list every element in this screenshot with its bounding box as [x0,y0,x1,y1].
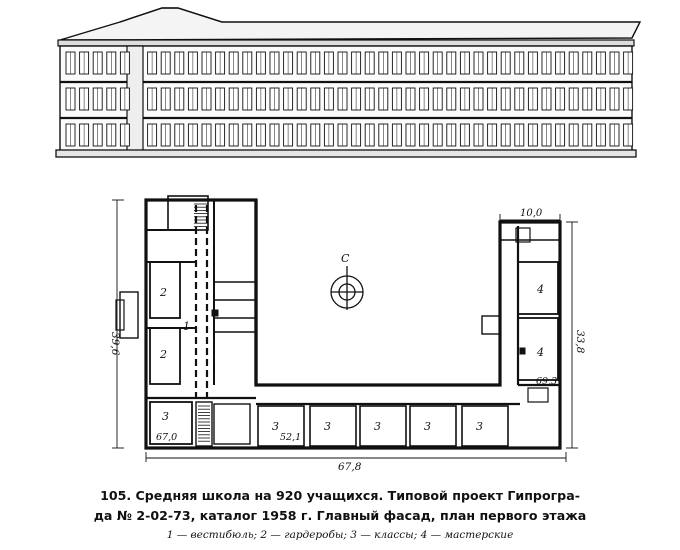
room-workshop-top [517,261,559,315]
label-workshop-top: 4 [536,283,544,296]
room-class [359,405,407,447]
north-label: С [341,252,350,265]
room-class [309,405,357,447]
entrance-right [481,315,501,335]
label-cloak-top: 2 [159,286,167,299]
label-class: 3 [374,420,381,433]
entrance-left [119,291,139,339]
label-cloak-bottom: 2 [159,348,167,361]
room-class [257,405,305,447]
stair-bottom-right [527,387,549,403]
label-vestibule: 1 [183,320,190,333]
stair-top-left [167,195,209,231]
caption-title-line-1: 105. Средняя школа на 920 учащихся. Типо… [100,488,580,503]
orientation-mark [330,266,364,310]
dim-left-height: 39,6 [109,332,121,356]
room-workshop-bottom [517,317,559,381]
dim-right-height: 33,8 [574,330,586,354]
left-wing-walls [144,198,562,450]
label-class-corner: 3 [162,410,169,423]
dim-class-room: 52,1 [280,432,301,443]
label-workshop-bottom: 4 [536,346,544,359]
caption-legend: 1 — вестибюль; 2 — гардеробы; 3 — классы… [166,529,514,541]
facade-windows [65,51,634,147]
room-class-corner [149,401,193,445]
main-facade [55,7,642,158]
first-floor-plan [112,195,578,462]
room-class [409,405,457,447]
dim-right-span: 69,3 [536,376,557,387]
dim-total-width: 67,8 [338,461,362,473]
caption-title-line-2: да № 2-02-73, каталог 1958 г. Главный фа… [93,508,587,523]
label-class: 3 [476,420,483,433]
label-class: 3 [324,420,331,433]
stair-bottom-left [195,401,213,447]
dim-right-wing-width: 10,0 [520,208,543,219]
dimension-lines [112,199,578,462]
room-class [461,405,509,447]
dim-bottom-left: 67,0 [156,432,177,443]
label-class: 3 [424,420,431,433]
label-class: 3 [272,420,279,433]
